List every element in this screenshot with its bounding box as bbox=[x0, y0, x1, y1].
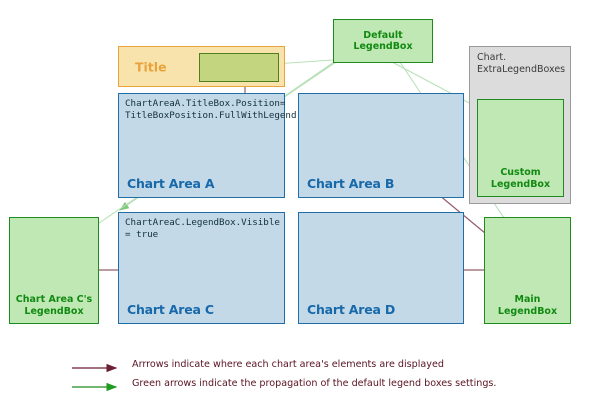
chart-area-b-label: Chart Area B bbox=[307, 176, 395, 191]
title-box-label: Title bbox=[135, 59, 167, 74]
extra-legendboxes-container: Chart. ExtraLegendBoxes Custom LegendBox bbox=[469, 46, 571, 204]
green-arrow-swatch-icon bbox=[70, 378, 132, 391]
chart-area-d-label: Chart Area D bbox=[307, 302, 396, 317]
footer-legend-row-green: Green arrows indicate the propagation of… bbox=[70, 374, 570, 393]
extra-legendboxes-title: Chart. ExtraLegendBoxes bbox=[477, 52, 566, 75]
chart-area-c-label: Chart Area C bbox=[127, 302, 214, 317]
title-inner-legendbox[interactable] bbox=[199, 53, 279, 82]
legend-box-custom[interactable]: Custom LegendBox bbox=[477, 99, 564, 197]
footer-legend-text-green: Green arrows indicate the propagation of… bbox=[132, 378, 497, 389]
chart-area-a-note: ChartAreaA.TitleBox.Position= TitleBoxPo… bbox=[125, 98, 297, 121]
chart-area-c[interactable]: ChartAreaC.LegendBox.Visible = true Char… bbox=[118, 212, 285, 324]
legend-box-default[interactable]: Default LegendBox bbox=[333, 19, 433, 63]
chart-area-a-label: Chart Area A bbox=[127, 176, 215, 191]
chart-area-a[interactable]: ChartAreaA.TitleBox.Position= TitleBoxPo… bbox=[118, 93, 296, 198]
title-box[interactable]: Title bbox=[118, 46, 285, 87]
purple-arrow-swatch-icon bbox=[70, 359, 132, 372]
legend-box-chart-area-c[interactable]: Chart Area C's LegendBox bbox=[9, 217, 99, 324]
legend-box-custom-label: Custom LegendBox bbox=[490, 167, 551, 190]
chart-area-b[interactable]: Chart Area B bbox=[298, 93, 464, 198]
legend-box-main[interactable]: Main LegendBox bbox=[484, 217, 571, 324]
footer-legend: Arrrows indicate where each chart area's… bbox=[70, 355, 570, 393]
chart-area-c-note: ChartAreaC.LegendBox.Visible = true bbox=[125, 217, 280, 240]
footer-legend-text-purple: Arrrows indicate where each chart area's… bbox=[132, 359, 444, 370]
legend-box-main-label: Main LegendBox bbox=[497, 294, 558, 317]
footer-legend-row-purple: Arrrows indicate where each chart area's… bbox=[70, 355, 570, 374]
legend-box-chart-area-c-label: Chart Area C's LegendBox bbox=[15, 294, 93, 317]
legend-box-default-label: Default LegendBox bbox=[353, 29, 413, 53]
chart-area-d[interactable]: Chart Area D bbox=[298, 212, 464, 324]
